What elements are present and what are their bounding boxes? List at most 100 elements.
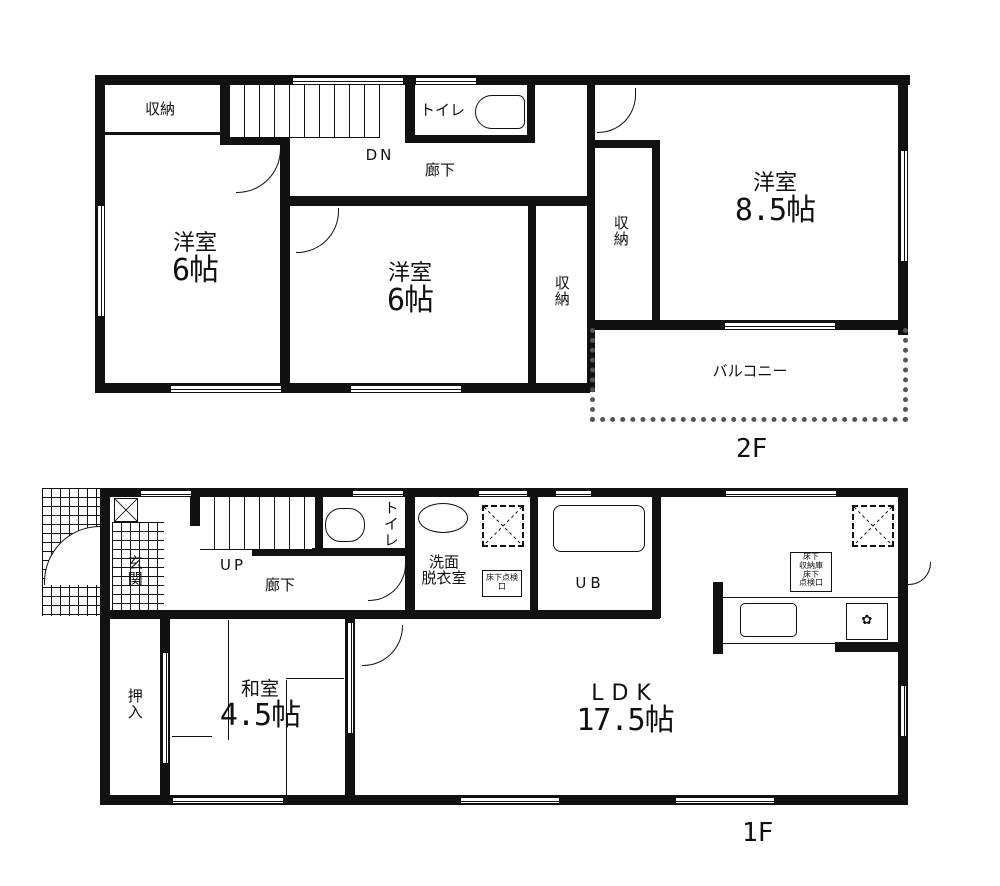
door-swing — [368, 558, 406, 601]
tatami-line — [286, 678, 344, 679]
kitchen-sink — [740, 603, 797, 637]
window — [724, 322, 836, 330]
cross-icon — [114, 498, 138, 522]
kitchen-counter — [723, 597, 898, 644]
stairs-direction-label: DN — [365, 146, 395, 164]
wall — [590, 140, 660, 148]
floor-hatch — [482, 505, 524, 547]
room-label-hallway: 廊下 — [264, 576, 295, 594]
room-label-entrance: 玄関 — [125, 555, 144, 587]
window — [900, 685, 907, 737]
window — [675, 797, 775, 804]
tatami-line — [172, 736, 212, 737]
window — [170, 385, 282, 393]
stove: ✿ — [846, 603, 888, 640]
tatami-line — [286, 680, 287, 797]
wall — [105, 132, 220, 135]
room-label-hallway: 廊下 — [424, 161, 455, 179]
room-name-line: 脱衣室 — [421, 568, 467, 587]
window — [162, 652, 169, 764]
window — [415, 77, 477, 85]
room-label-storage-right: 収納 — [611, 215, 630, 247]
window — [140, 490, 192, 497]
wall — [280, 145, 290, 390]
wall — [252, 548, 412, 556]
wall — [405, 75, 415, 143]
room-label-storage: 収納 — [144, 100, 175, 118]
underfloor-storage-marker: 床下 収納庫 床下 点検口 — [790, 552, 832, 592]
underfloor-hatch-marker: 床下点検口 — [482, 570, 522, 597]
room-label-western-left: 洋室 6帖 — [140, 232, 250, 287]
cross-icon — [854, 507, 892, 545]
room-label-japanese-room: 和室 4.5帖 — [200, 679, 320, 733]
window — [172, 797, 284, 804]
tatami-line — [228, 620, 229, 740]
wall — [528, 206, 536, 386]
toilet-fixture — [475, 95, 525, 129]
wall — [405, 135, 535, 143]
room-name: 洋室 — [172, 231, 217, 256]
room-size: 17.5帖 — [576, 703, 674, 739]
room-label-balcony: バルコニー — [712, 362, 788, 380]
room-label-bath: UB — [575, 574, 605, 592]
door-swing — [362, 625, 403, 666]
room-label-western-center: 洋室 6帖 — [355, 262, 465, 317]
wall — [527, 80, 535, 143]
sink-fixture — [418, 503, 468, 533]
burner-icon: ✿ — [861, 613, 873, 628]
marker-line: 床下 — [803, 552, 819, 561]
room-name: LDK — [591, 681, 659, 706]
staircase — [230, 85, 380, 138]
window — [97, 205, 105, 317]
wall — [652, 488, 661, 618]
wall — [405, 488, 415, 618]
room-name-line: 洗面 — [428, 553, 459, 571]
staircase — [200, 497, 312, 550]
window — [292, 77, 404, 85]
room-size: 6帖 — [171, 253, 219, 289]
room-label-toilet: トイレ — [419, 101, 465, 119]
room-name: 洋室 — [387, 261, 432, 286]
floor-2f: 収納 DN トイレ 廊下 洋室 6帖 洋室 6帖 収納 収納 洋室 8.5帖 バ… — [95, 75, 910, 464]
window — [460, 797, 560, 804]
wall — [652, 140, 660, 328]
shoe-cabinet-box — [114, 498, 138, 522]
window — [352, 490, 404, 497]
window — [725, 490, 837, 497]
room-label-washroom: 洗面 脱衣室 — [414, 553, 474, 587]
marker-line: 収納庫 — [799, 560, 823, 570]
wall — [95, 75, 910, 85]
room-size: 6帖 — [386, 283, 434, 319]
window — [347, 622, 354, 734]
window — [350, 385, 462, 393]
wall — [100, 488, 110, 803]
wall — [220, 75, 230, 145]
stairs-direction-label: UP — [219, 556, 247, 574]
window — [555, 490, 592, 497]
window — [478, 490, 528, 497]
room-size: 8.5帖 — [734, 193, 816, 229]
balcony — [590, 328, 908, 422]
marker-line: 点検口 — [799, 578, 823, 588]
wall — [283, 196, 588, 206]
wall — [230, 137, 290, 145]
marker-line: 床下 — [803, 569, 819, 579]
wall — [713, 582, 723, 654]
wall — [110, 610, 660, 619]
window — [900, 150, 908, 262]
wall — [315, 495, 323, 550]
bathtub — [553, 505, 645, 552]
toilet-fixture — [325, 508, 365, 542]
wall — [530, 488, 538, 618]
room-label-storage-center: 収納 — [552, 275, 571, 307]
entrance-tiles — [112, 522, 164, 614]
wall — [95, 383, 590, 393]
room-label-ldk: LDK 17.5帖 — [555, 682, 695, 737]
wall — [587, 80, 595, 392]
room-size: 4.5帖 — [219, 697, 301, 733]
floor-label-1f: 1F — [742, 818, 774, 848]
floor-label-2f: 2F — [736, 434, 768, 464]
wall — [190, 488, 200, 526]
room-label-toilet: トイレ — [381, 500, 400, 548]
